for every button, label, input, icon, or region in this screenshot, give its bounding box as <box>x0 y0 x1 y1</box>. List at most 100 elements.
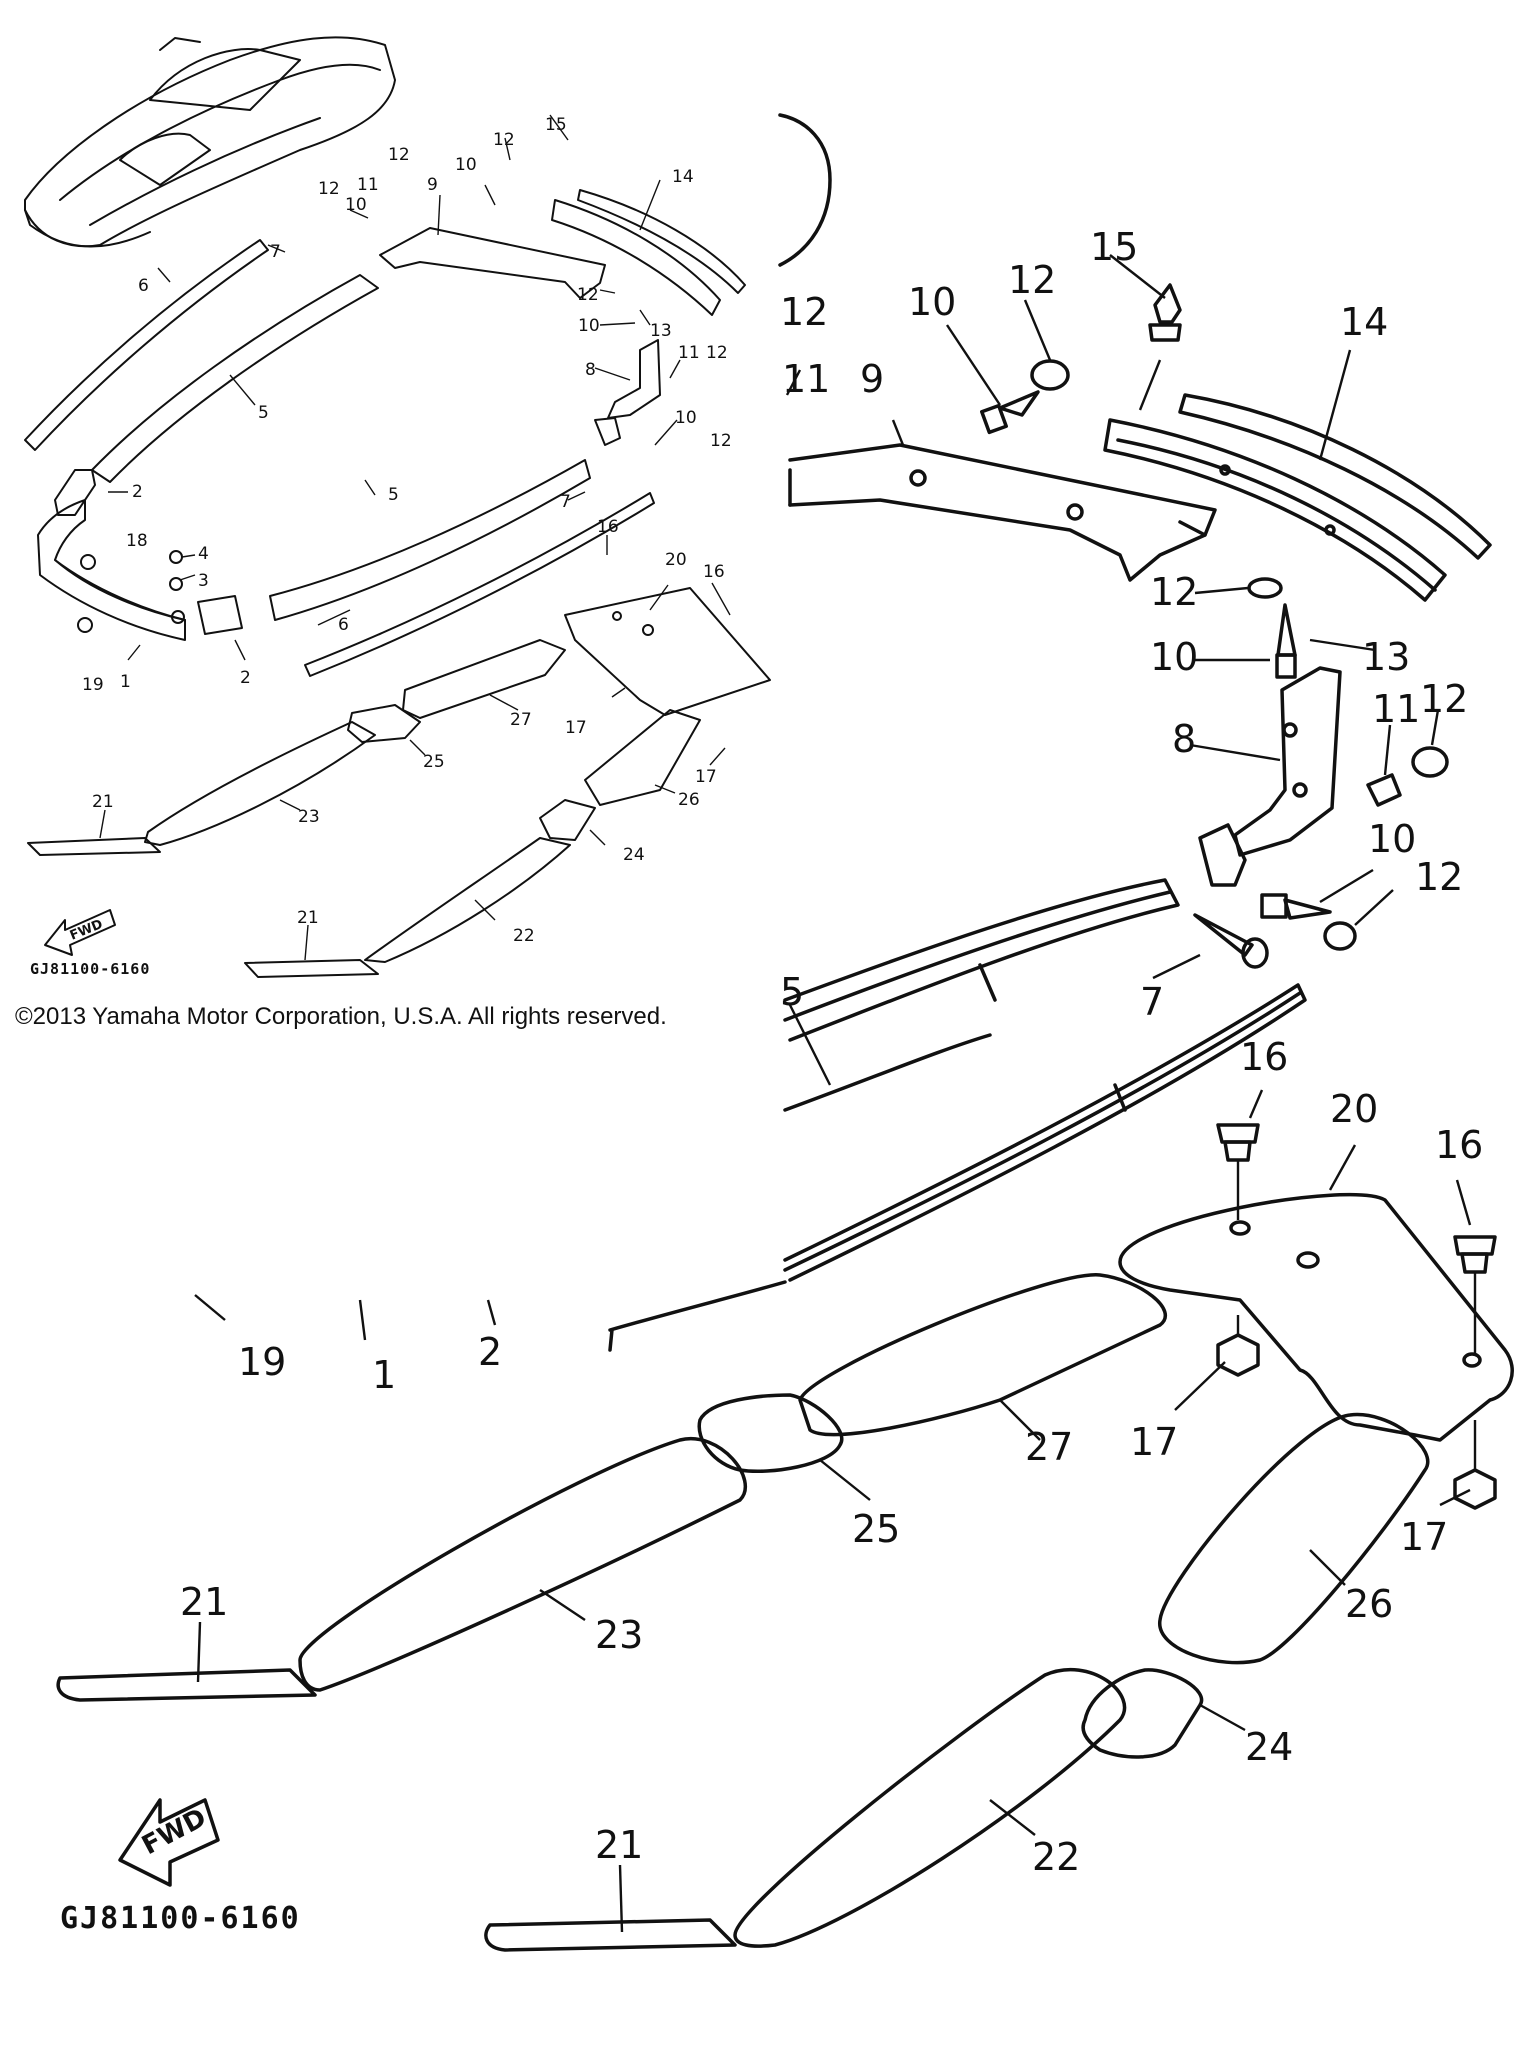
callout-11-large-a: 11 <box>782 357 830 401</box>
hull-edge-detail <box>778 113 832 267</box>
callout-15-small: 15 <box>545 115 567 135</box>
callout-17-small-b: 17 <box>695 767 717 787</box>
callout-22-large: 22 <box>1032 1835 1080 1879</box>
part-10-pin-3 <box>1260 893 1332 920</box>
callout-19-small: 19 <box>82 675 104 695</box>
callout-10-small-c: 10 <box>578 316 600 336</box>
callout-24-small: 24 <box>623 845 645 865</box>
callout-11-small-b: 11 <box>678 343 700 363</box>
callout-26-small: 26 <box>678 790 700 810</box>
callout-10-small-b: 10 <box>455 155 477 175</box>
callout-5-large: 5 <box>780 970 804 1014</box>
part-5-gunwale-large <box>783 878 1180 1042</box>
part-24-mat-large <box>1081 1668 1204 1759</box>
part-14-trim <box>577 189 746 294</box>
part-6-rail-large <box>783 983 1307 1282</box>
part-27-mat-large <box>798 1273 1168 1437</box>
watercraft-illustration <box>24 36 396 248</box>
callout-27-large: 27 <box>1025 1425 1073 1469</box>
callout-7-small-b: 7 <box>560 492 571 512</box>
callout-27-small: 27 <box>510 710 532 730</box>
callout-10-large-c: 10 <box>1368 817 1416 861</box>
part-6-rail-lower <box>304 492 655 677</box>
part-25-mat <box>347 704 421 743</box>
part-14-trim-large <box>1178 393 1492 560</box>
part-13-channel <box>551 199 721 316</box>
part-12-cap-3 <box>1411 746 1449 778</box>
callout-12-small-b: 12 <box>388 145 410 165</box>
callout-20-large: 20 <box>1330 1087 1378 1131</box>
callout-16-small-b: 16 <box>703 562 725 582</box>
part-17-nut-1 <box>1216 1333 1260 1377</box>
part-5-gunwale-lower <box>269 459 591 621</box>
callout-14-small: 14 <box>672 167 694 187</box>
callout-10-large-b: 10 <box>1150 635 1198 679</box>
callout-12-large-e: 12 <box>1415 855 1463 899</box>
callout-12-large-a: 12 <box>780 290 828 334</box>
callout-5-small-b: 5 <box>388 485 399 505</box>
callout-7-large: 7 <box>1140 980 1164 1024</box>
callout-17-small-a: 17 <box>565 718 587 738</box>
callout-22-small: 22 <box>513 926 535 946</box>
callout-17-large-b: 17 <box>1400 1515 1448 1559</box>
part-12-cap-1 <box>1030 359 1070 391</box>
callout-24-large: 24 <box>1245 1725 1293 1769</box>
callout-8-small: 8 <box>585 360 596 380</box>
callout-2-large: 2 <box>478 1330 502 1374</box>
part-26-mat-large <box>1158 1412 1430 1665</box>
callout-10-large-a: 10 <box>908 280 956 324</box>
part-12-cap-2 <box>1247 577 1283 599</box>
fwd-arrow-small-icon: FWD <box>44 909 116 956</box>
copyright-notice: ©2013 Yamaha Motor Corporation, U.S.A. A… <box>15 1003 667 1030</box>
part-8-bracket-large <box>1198 666 1342 887</box>
callout-12-small-c: 12 <box>493 130 515 150</box>
part-21-mat-a <box>27 837 161 856</box>
part-7-screw-large <box>1193 913 1269 969</box>
callout-26-large: 26 <box>1345 1582 1393 1626</box>
part-21-mat-large-b <box>484 1918 737 1952</box>
overview-diagram: FWD <box>24 36 771 978</box>
svg-text:FWD: FWD <box>137 1803 211 1861</box>
part-22-mat <box>364 837 571 963</box>
callout-5-small-a: 5 <box>258 403 269 423</box>
callout-13-small: 13 <box>650 321 672 341</box>
callout-12-small-d: 12 <box>577 285 599 305</box>
callout-6-small-b: 6 <box>338 615 349 635</box>
part-22-mat-large <box>733 1668 1127 1948</box>
callout-21-small-a: 21 <box>92 792 114 812</box>
callout-25-large: 25 <box>852 1507 900 1551</box>
callout-12-small-e: 12 <box>706 343 728 363</box>
part-17-nut-2 <box>1453 1468 1497 1510</box>
callout-14-large: 14 <box>1340 300 1388 344</box>
callout-7-small-a: 7 <box>270 242 281 262</box>
small-fasteners <box>77 550 183 633</box>
callout-21-large-a: 21 <box>180 1580 228 1624</box>
callout-1-small: 1 <box>120 672 131 692</box>
callout-3-small: 3 <box>198 571 209 591</box>
callout-10-small-a: 10 <box>345 195 367 215</box>
callout-12-small-f: 12 <box>710 431 732 451</box>
part-16-bolt-2 <box>1453 1235 1497 1274</box>
callout-16-small-a: 16 <box>597 517 619 537</box>
callout-6-small-a: 6 <box>138 276 149 296</box>
leader-lines-large <box>194 254 1472 1933</box>
callout-2-small-a: 2 <box>240 668 251 688</box>
part-20-plate <box>564 587 771 716</box>
part-27-mat <box>402 639 566 719</box>
part-2-cap-upper <box>54 469 96 516</box>
callout-11-small-a: 11 <box>357 175 379 195</box>
callout-1-large: 1 <box>372 1353 396 1397</box>
callout-25-small: 25 <box>423 752 445 772</box>
part-5-gunwale-upper <box>91 274 379 483</box>
part-21-mat-b <box>244 959 379 978</box>
part-23-mat <box>144 721 376 846</box>
callout-9-small: 9 <box>427 175 438 195</box>
callout-20-small: 20 <box>665 550 687 570</box>
part-16-bolt-1 <box>1216 1123 1260 1162</box>
callout-21-small-b: 21 <box>297 908 319 928</box>
part-8-bracket <box>607 339 661 419</box>
part-12-cap-4 <box>1323 921 1357 951</box>
drawing-code-large: GJ81100-6160 <box>60 1901 301 1936</box>
part-9-bracket-large <box>788 443 1217 582</box>
part-15-rivet-large <box>1148 283 1182 342</box>
